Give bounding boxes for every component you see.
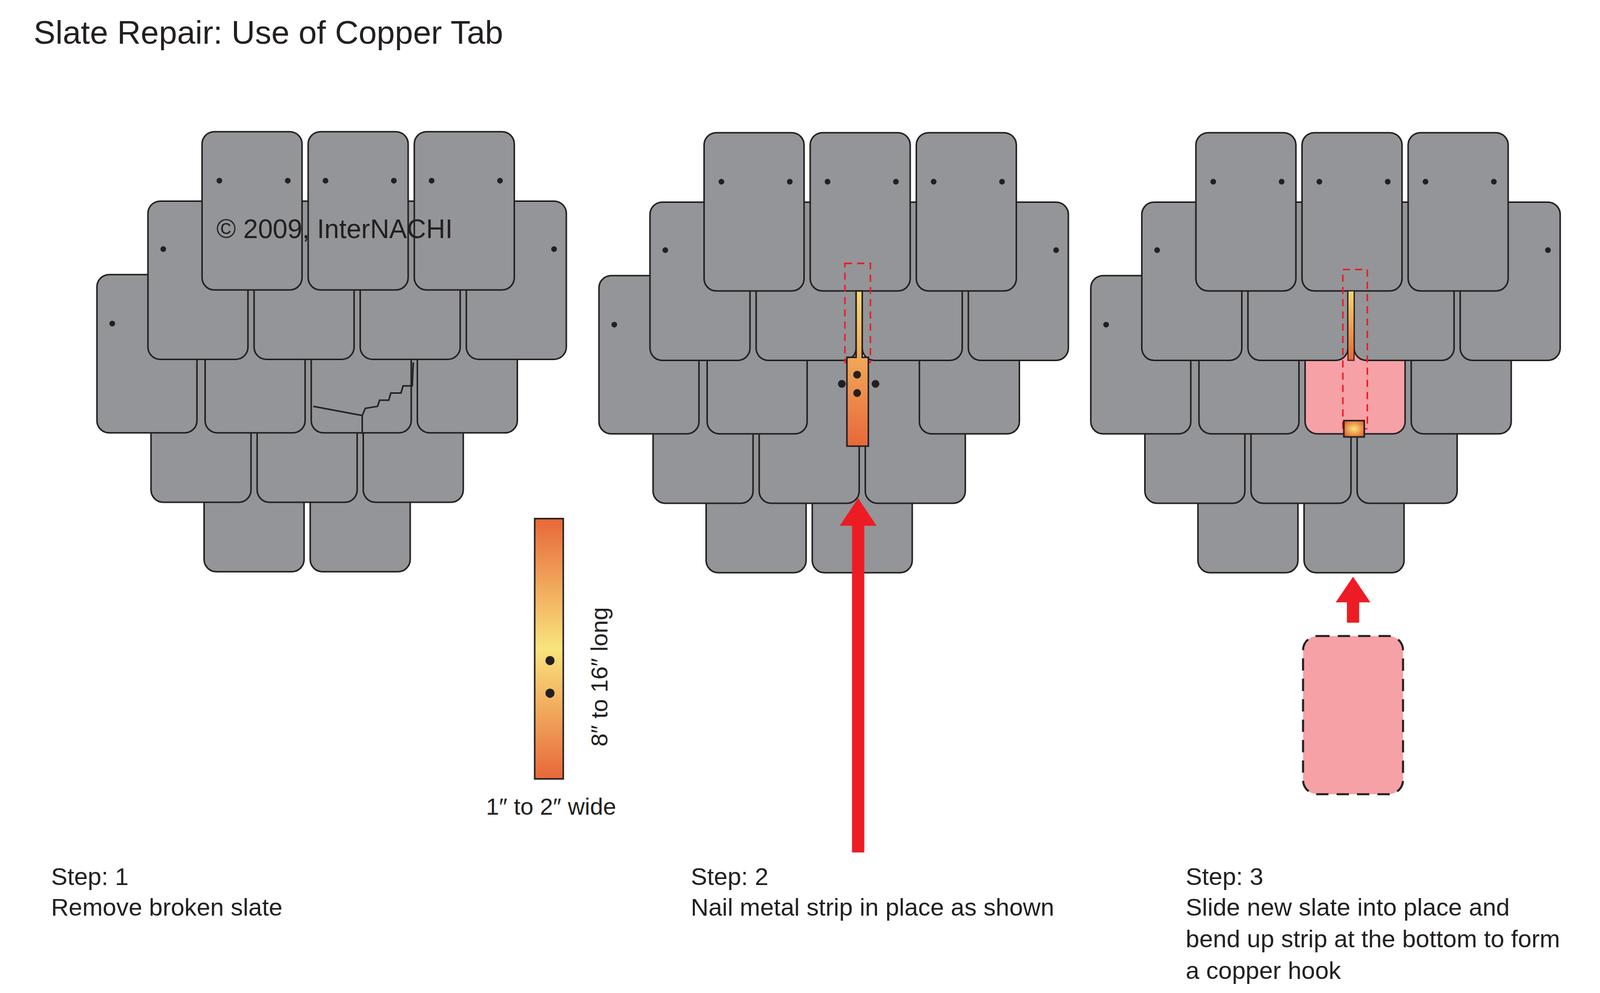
slate: [1301, 132, 1402, 291]
step-text: Nail metal strip in place as shown: [690, 890, 1055, 923]
slate: [1195, 132, 1296, 291]
nail-hole: [893, 178, 899, 185]
nail-hole: [497, 177, 503, 184]
title: Slate Repair: Use of Copper Tab: [33, 12, 504, 53]
nail-hole: [109, 320, 115, 327]
nail-hole: [1316, 178, 1322, 185]
arrow: [839, 498, 877, 852]
watermark: © 2009, InterNACHI: [216, 212, 453, 248]
hook-tab: [1342, 269, 1368, 437]
nail-hole: [1053, 247, 1059, 253]
slate: [1408, 132, 1509, 291]
slate-roof: [96, 131, 1561, 573]
dimension: 8″ to 16″ long: [584, 606, 616, 747]
nail-hole: [1210, 178, 1216, 185]
nail-hole: [160, 245, 167, 252]
nail-hole: [999, 178, 1005, 185]
nail-hole: [1491, 178, 1497, 185]
nail-hole: [1278, 178, 1285, 185]
nail-hole: [284, 177, 291, 184]
nail-hole: [216, 177, 222, 184]
nail-hole: [428, 177, 435, 184]
slate: [414, 131, 515, 290]
nail-hole: [824, 178, 831, 185]
nail-hole: [391, 177, 397, 184]
nail-hole: [551, 245, 557, 252]
installed-strip: [837, 263, 880, 446]
nail-hole: [322, 177, 329, 184]
nail-hole: [930, 178, 937, 185]
nail-hole: [718, 178, 724, 185]
step-number: Step: 1: [51, 859, 130, 892]
copper-strip: [534, 518, 564, 779]
nail-hole: [611, 321, 618, 328]
nail-hole: [1422, 178, 1429, 185]
step-number: Step: 2: [690, 859, 769, 892]
slate: [916, 132, 1017, 291]
nail-hole: [1154, 247, 1160, 253]
crack-line: [313, 362, 414, 434]
nail-hole: [786, 178, 793, 185]
nail-hole: [545, 688, 555, 698]
nail-hole: [1545, 247, 1551, 253]
nail-hole: [1385, 178, 1391, 185]
nail-hole: [1103, 321, 1110, 328]
dimension: 1″ to 2″ wide: [485, 791, 617, 823]
step-text: Slide new slate into place and bend up s…: [1185, 890, 1569, 987]
nail-hole: [545, 655, 555, 665]
slate: [201, 131, 302, 290]
slate: [810, 132, 911, 291]
step-text: Remove broken slate: [51, 890, 283, 923]
arrow: [1335, 576, 1371, 623]
new-slate: [1303, 635, 1404, 794]
slate: [703, 132, 804, 291]
step-number: Step: 3: [1185, 859, 1264, 892]
nail-hole: [662, 247, 668, 253]
slate: [308, 131, 409, 290]
